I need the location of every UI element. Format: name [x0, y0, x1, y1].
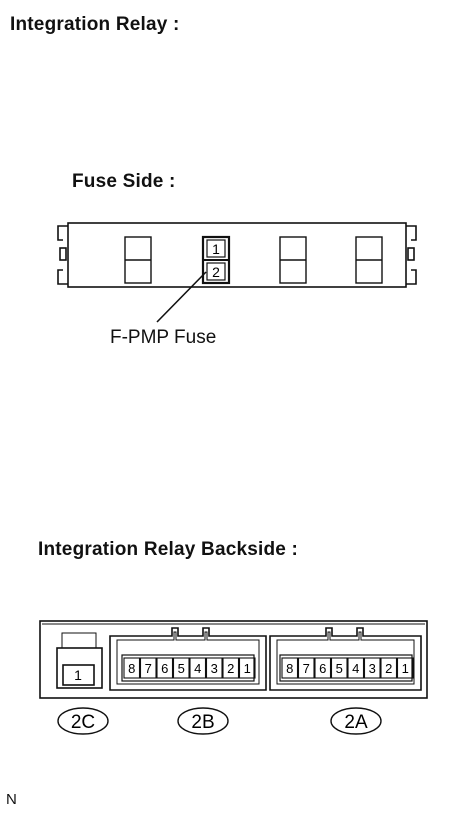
connector-2a-pin-cell [330, 657, 348, 679]
connector-2a-pin-cell [363, 657, 381, 679]
connector-2b-pin-number: 4 [194, 661, 201, 676]
fuse-terminal-2: 2 [212, 264, 220, 280]
connector-2b-pin-number: 6 [161, 661, 168, 676]
connector-2b-pin-number: 5 [178, 661, 185, 676]
fuse-slot [124, 236, 152, 284]
f-pmp-fuse-slot: 1 2 [201, 235, 231, 285]
connector-2b-pin-cell [238, 657, 256, 679]
fuse-slot [279, 236, 307, 284]
fuse-block-right-clip [407, 247, 415, 261]
connector-2b-pin-cell [139, 657, 157, 679]
fuse-block [57, 222, 417, 288]
corner-mark: N [6, 791, 17, 808]
connector-2b-oval [177, 707, 229, 735]
connector-2a-pin-number: 2 [385, 661, 392, 676]
connector-2a-pin-cell [281, 657, 299, 679]
connector-2c-oval [57, 707, 109, 735]
connector-2c [56, 632, 103, 689]
backside-housing [39, 620, 428, 699]
connector-2a [269, 627, 422, 691]
fuse-side-heading: Fuse Side : [72, 171, 176, 192]
connector-2a-pin-number: 4 [352, 661, 359, 676]
connector-2a-pin-cell [314, 657, 332, 679]
diagram-title: Integration Relay : [10, 14, 180, 35]
connector-2a-pin-number: 6 [319, 661, 326, 676]
backside-heading: Integration Relay Backside : [38, 539, 299, 560]
fuse-block-right-tab-top [406, 225, 417, 241]
fuse-block-left-tab-bottom [57, 269, 68, 285]
fuse-block-left-tab-top [57, 225, 68, 241]
connector-2b-pin-number: 2 [227, 661, 234, 676]
fuse-block-right-tab-bottom [406, 269, 417, 285]
callout-leader-line [156, 271, 207, 323]
connector-2c-label: 2C [71, 712, 95, 733]
connector-2a-pin-number: 3 [369, 661, 376, 676]
connector-2a-pin-number: 1 [402, 661, 409, 676]
fuse-slot [355, 236, 383, 284]
connector-2a-pin-cell [347, 657, 365, 679]
fuse-terminal-1: 1 [212, 241, 220, 257]
fuse-block-left-clip [59, 247, 67, 261]
connector-2b-pin-cell [222, 657, 240, 679]
connector-2a-pin-cell [380, 657, 398, 679]
connector-2b-pin-cell [156, 657, 174, 679]
connector-2b-pin-number: 3 [211, 661, 218, 676]
connector-2b-pin-number: 8 [128, 661, 135, 676]
connector-2b-pin-cell [172, 657, 190, 679]
fuse-block-body [67, 222, 407, 288]
f-pmp-fuse-label: F-PMP Fuse [110, 327, 217, 348]
connector-2a-pin-number: 7 [303, 661, 310, 676]
connector-2b-pin-cell [205, 657, 223, 679]
connector-2a-pin-number: 8 [286, 661, 293, 676]
connector-2b-pin-number: 1 [244, 661, 251, 676]
connector-2a-oval [330, 707, 382, 735]
connector-2a-pin-cell [396, 657, 414, 679]
connector-2b [109, 627, 267, 691]
connector-2a-pin-cell [297, 657, 315, 679]
connector-2c-pin: 1 [74, 667, 82, 683]
connector-2a-label: 2A [344, 712, 368, 733]
connector-2b-pin-cell [189, 657, 207, 679]
connector-2b-pin-cell [123, 657, 141, 679]
connector-2b-label: 2B [191, 712, 214, 733]
connector-2b-pin-number: 7 [145, 661, 152, 676]
connector-2a-pin-number: 5 [336, 661, 343, 676]
